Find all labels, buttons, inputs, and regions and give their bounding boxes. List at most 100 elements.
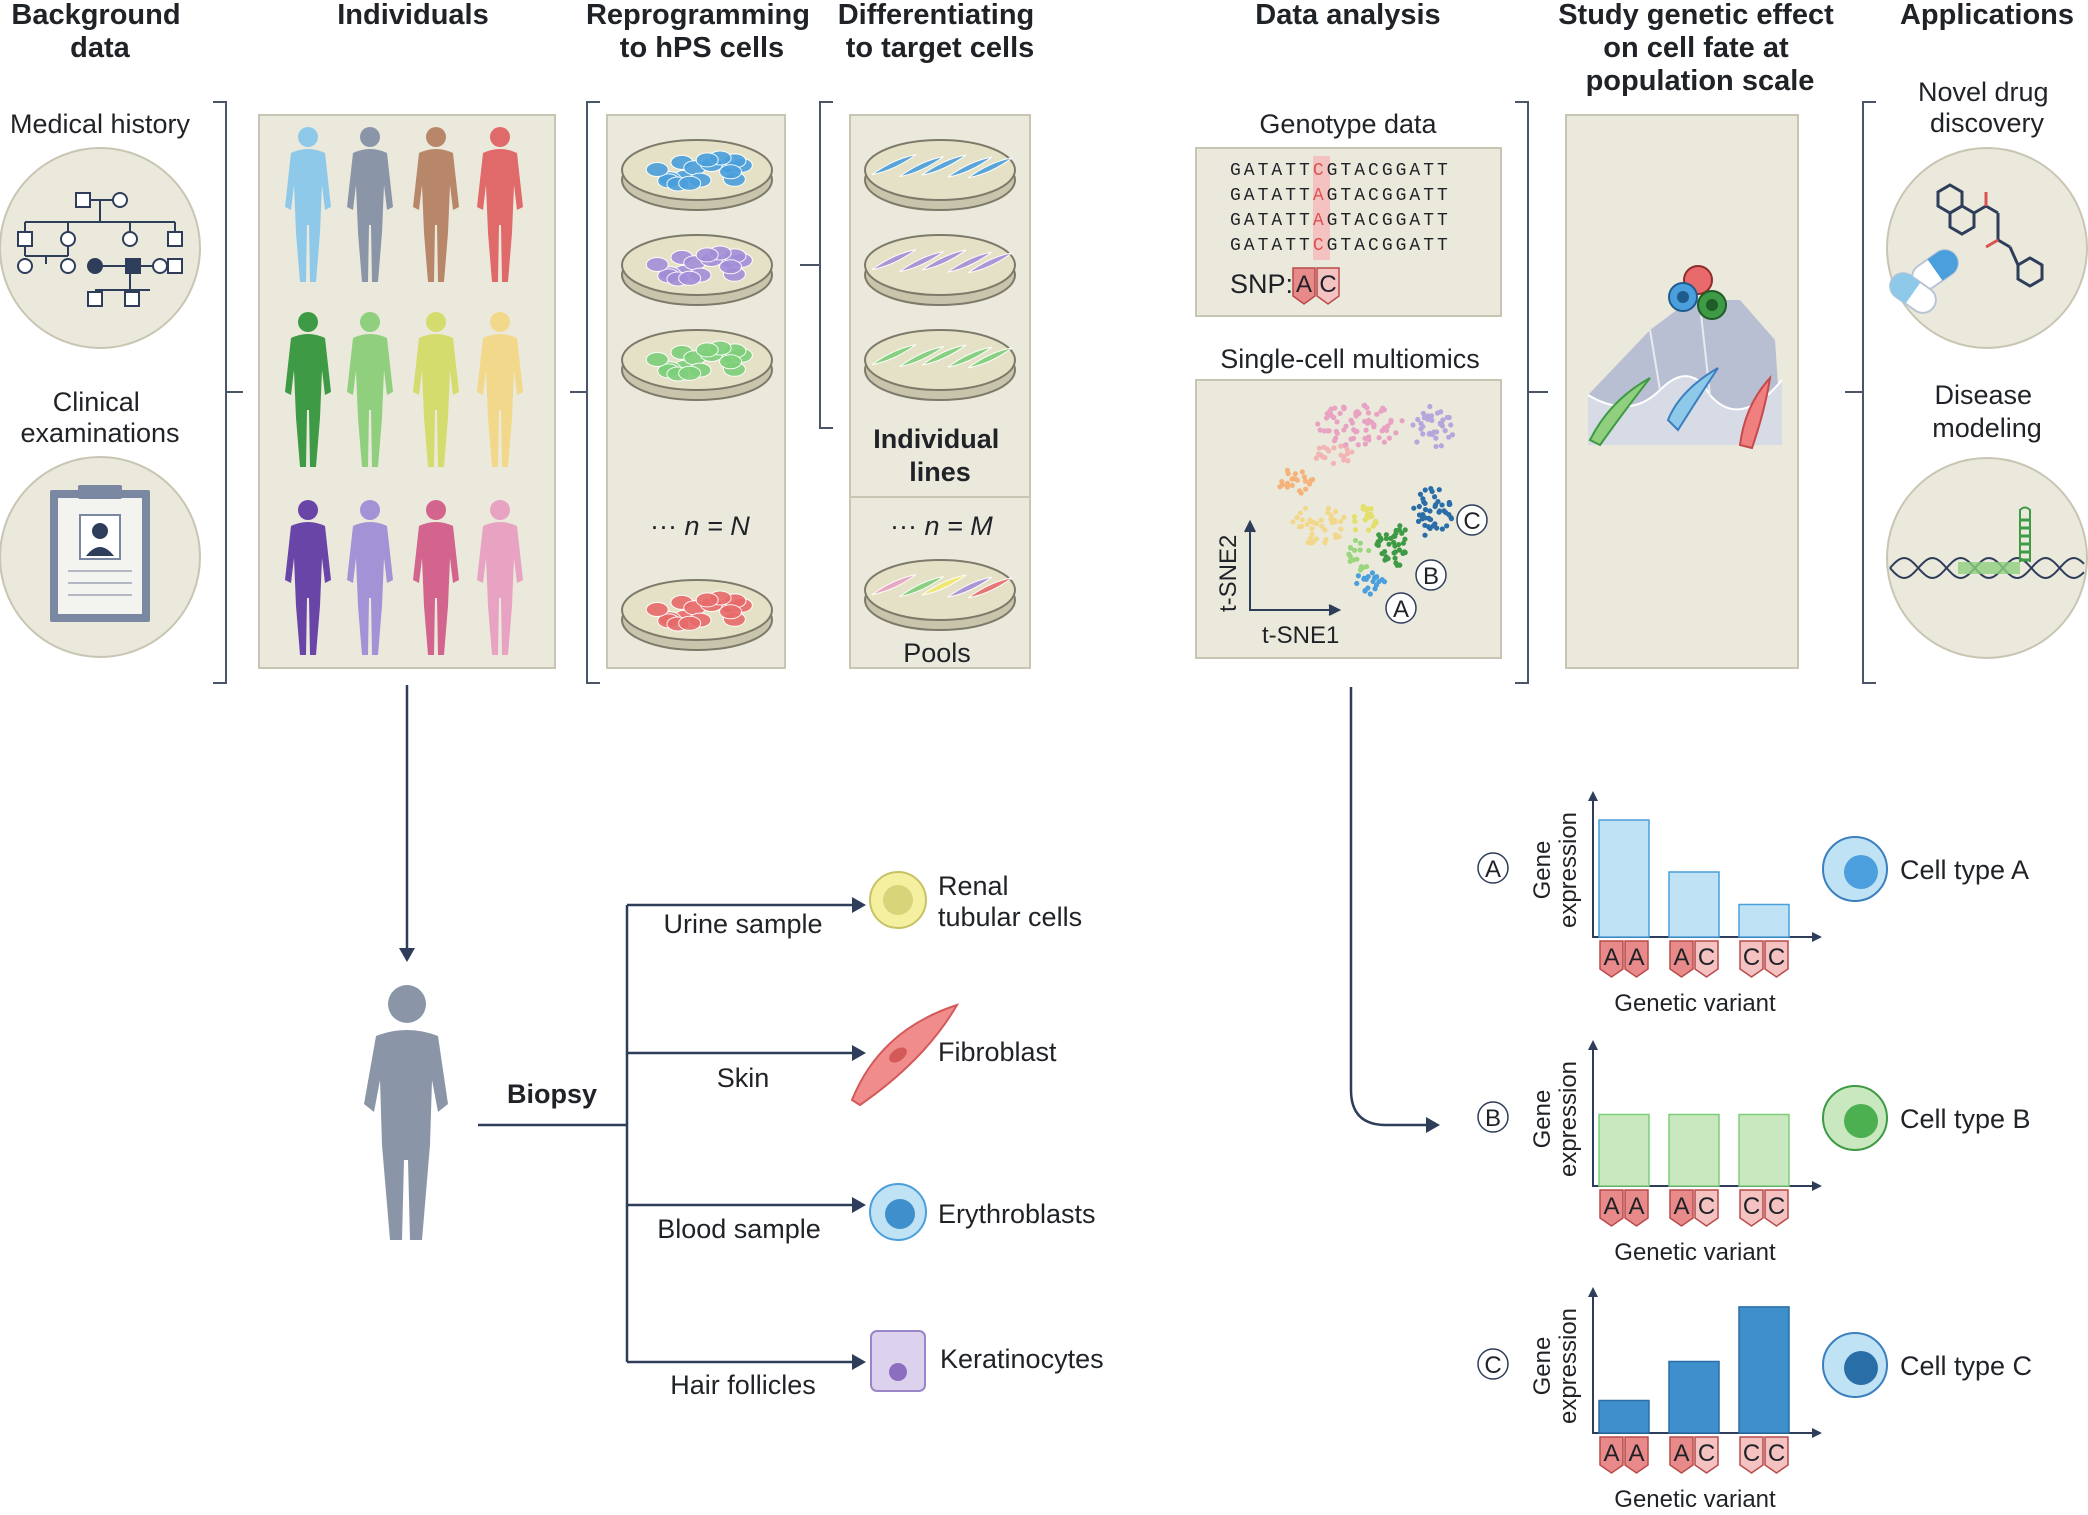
individual-figure xyxy=(347,312,393,467)
individuals-figures xyxy=(285,127,523,655)
chart-bar xyxy=(1668,1113,1720,1187)
pools-label: Pools xyxy=(903,638,971,668)
chart-xlabel: Genetic variant xyxy=(1614,1486,1776,1513)
cluster-label-b: B xyxy=(1415,559,1447,591)
differentiating-dish xyxy=(864,329,1016,401)
chart-bar xyxy=(1598,819,1650,938)
chart-bar xyxy=(1738,1113,1790,1187)
bracket-differentiating xyxy=(800,101,833,429)
svg-text:B: B xyxy=(1485,1105,1501,1132)
individual-lines-label: Individual lines xyxy=(873,424,1007,487)
allele-tag: C xyxy=(1694,1436,1719,1474)
differentiating-dishes xyxy=(864,139,1016,631)
tsne-cluster xyxy=(1411,485,1455,538)
bracket-reprogramming xyxy=(570,101,600,684)
svg-text:C: C xyxy=(1743,944,1760,971)
arrow-to-charts-head xyxy=(1426,1117,1440,1133)
chart-bar xyxy=(1668,1360,1720,1434)
svg-text:C: C xyxy=(1698,944,1715,971)
allele-tag: C xyxy=(1739,1189,1764,1227)
biopsy-tree xyxy=(478,903,858,1364)
clipboard-icon xyxy=(50,485,150,622)
chart-axis-arrow xyxy=(1812,1428,1822,1438)
header-applications: Applications xyxy=(1900,0,2074,31)
allele-tag: A xyxy=(1669,1436,1694,1474)
cell-type-label: Cell type A xyxy=(1900,855,2029,885)
genotype-sequences: GATATTCGTACGGATTGATATTAGTACGGATTGATATTAG… xyxy=(1230,161,1451,256)
chart-bar xyxy=(1738,903,1790,938)
allele-tag: A xyxy=(1599,940,1624,978)
svg-text:A: A xyxy=(1628,944,1644,971)
pedigree-icon xyxy=(17,192,183,307)
biopsy-arrowheads xyxy=(852,897,866,1370)
tsne-cluster xyxy=(1315,402,1405,449)
chart-axis-arrow xyxy=(1588,791,1598,801)
chart-panel-label: C xyxy=(1477,1348,1509,1380)
arrow-to-person-head xyxy=(399,948,415,962)
chart-bar xyxy=(1598,1399,1650,1434)
genotype-sequence: GATATTCGTACGGATT xyxy=(1230,236,1451,256)
source-skin: Skin xyxy=(717,1063,770,1093)
differentiating-dish xyxy=(864,234,1016,306)
tsne-cluster xyxy=(1351,503,1379,533)
renal-cell-icon xyxy=(869,871,927,929)
arrow-to-charts xyxy=(1349,687,1430,1127)
reprogramming-dish xyxy=(621,579,773,651)
svg-text:A: A xyxy=(1673,944,1689,971)
svg-text:C: C xyxy=(1463,508,1480,535)
chart-panel-label: A xyxy=(1477,852,1509,884)
allele-tag: C xyxy=(1764,940,1789,978)
svg-text:A: A xyxy=(1603,1440,1619,1467)
individual-figure xyxy=(413,312,459,467)
header-background: Background data xyxy=(11,0,188,64)
allele-tag: A xyxy=(1624,1189,1649,1227)
snp-allele-a: A xyxy=(1292,267,1316,305)
snp-label: SNP: xyxy=(1230,269,1293,299)
allele-tag: A xyxy=(1599,1189,1624,1227)
individual-figure xyxy=(285,127,331,282)
cell-fibroblast: Fibroblast xyxy=(938,1037,1057,1067)
svg-text:C: C xyxy=(1743,1193,1760,1220)
svg-text:A: A xyxy=(1393,596,1409,623)
chart-ylabel: Geneexpression xyxy=(1529,812,1582,928)
individual-figure xyxy=(477,127,523,282)
differentiating-dish xyxy=(864,139,1016,211)
biopsy-label: Biopsy xyxy=(507,1079,597,1109)
tsne-cluster xyxy=(1277,467,1316,496)
svg-text:C: C xyxy=(1698,1193,1715,1220)
individual-figure xyxy=(347,127,393,282)
disease-modeling-label: Disease modeling xyxy=(1932,380,2042,443)
individual-figure xyxy=(477,312,523,467)
individual-figure xyxy=(413,127,459,282)
tsne-cluster xyxy=(1374,523,1408,568)
multiomics-title: Single-cell multiomics xyxy=(1220,344,1480,374)
header-differentiating: Differentiating to target cells xyxy=(838,0,1043,64)
allele-tag: A xyxy=(1624,940,1649,978)
svg-text:C: C xyxy=(1743,1440,1760,1467)
pedigree-circle xyxy=(0,147,201,349)
header-study: Study genetic effect on cell fate at pop… xyxy=(1558,0,1842,97)
allele-tag: C xyxy=(1739,940,1764,978)
svg-text:A: A xyxy=(1673,1193,1689,1220)
pool-dish xyxy=(864,559,1016,631)
cell-type-label: Cell type B xyxy=(1900,1104,2031,1134)
tsne-clusters xyxy=(1277,402,1456,597)
n-equals-N: ··· n = N xyxy=(650,511,750,541)
svg-text:C: C xyxy=(1768,1440,1785,1467)
chart-ylabel: Geneexpression xyxy=(1529,1308,1582,1424)
header-reprogramming: Reprogramming to hPS cells xyxy=(586,0,818,64)
allele-tag: A xyxy=(1669,1189,1694,1227)
svg-text:C: C xyxy=(1484,1352,1501,1379)
svg-text:A: A xyxy=(1628,1440,1644,1467)
waddington-landscape xyxy=(1587,265,1783,450)
cell-erythroblasts: Erythroblasts xyxy=(938,1199,1096,1229)
tsne-cluster xyxy=(1313,443,1355,466)
cell-keratinocytes: Keratinocytes xyxy=(940,1344,1104,1374)
chart-xlabel: Genetic variant xyxy=(1614,1239,1776,1266)
allele-tag: A xyxy=(1624,1436,1649,1474)
erythroblast-icon xyxy=(869,1183,927,1241)
genotype-sequence: GATATTCGTACGGATT xyxy=(1230,161,1451,181)
individual-figure xyxy=(413,500,459,655)
